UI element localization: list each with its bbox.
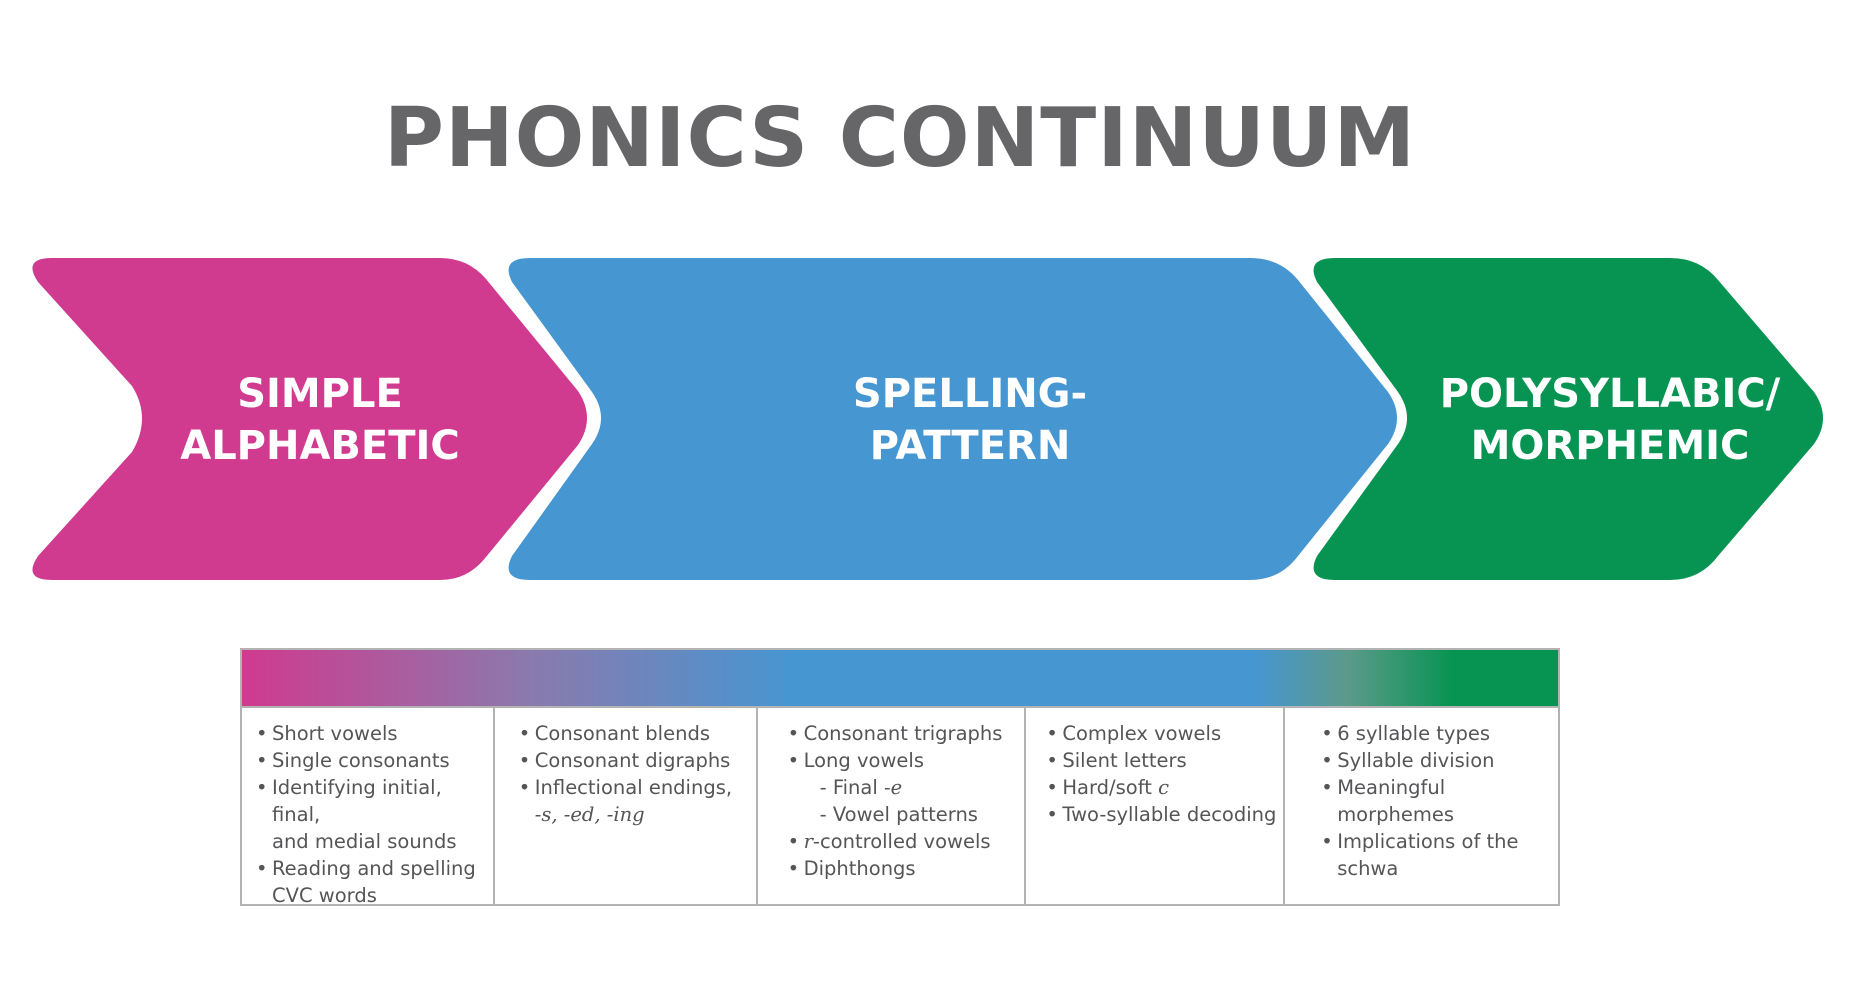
list-item: Diphthongs [788, 855, 1019, 882]
list-item: Consonant blends [519, 720, 750, 747]
stage-label-spelling-pattern: SPELLING- PATTERN [852, 371, 1088, 469]
list-item: Silent letters [1046, 747, 1277, 774]
list-item: Short vowels [256, 720, 487, 747]
sub-list-item: Final -e [804, 774, 1019, 801]
skills-column-5: 6 syllable types Syllable division Meani… [1285, 708, 1558, 904]
skills-column-4: Complex vowels Silent letters Hard/soft … [1026, 708, 1286, 904]
skills-table: Short vowels Single consonants Identifyi… [240, 706, 1560, 907]
skills-column-2: Consonant blends Consonant digraphs Infl… [495, 708, 758, 904]
list-item: Complex vowels [1046, 720, 1277, 747]
list-item: Two-syllable decoding [1046, 801, 1277, 828]
list-item: 6 syllable types [1321, 720, 1552, 747]
arrow-spelling-pattern [508, 258, 1398, 580]
arrow-polysyllabic-morphemic [1313, 258, 1823, 580]
list-item: r-controlled vowels [788, 828, 1019, 855]
list-item: Long vowels Final -e Vowel patterns [788, 747, 1019, 828]
list-item: Inflectional endings,-s, -ed, -ing [519, 774, 750, 828]
skills-column-1: Short vowels Single consonants Identifyi… [242, 708, 495, 907]
list-item: Consonant digraphs [519, 747, 750, 774]
continuum-gradient-bar [240, 648, 1560, 706]
sub-list-item: Vowel patterns [804, 801, 1019, 828]
list-item: Single consonants [256, 747, 487, 774]
continuum-arrows [32, 258, 1823, 580]
skills-column-3: Consonant trigraphs Long vowels Final -e… [758, 708, 1027, 904]
stage-label-polysyllabic-morphemic: POLYSYLLABIC/ MORPHEMIC [1439, 371, 1781, 469]
list-item: Consonant trigraphs [788, 720, 1019, 747]
list-item: Syllable division [1321, 747, 1552, 774]
page-title: PHONICS CONTINUUM [383, 91, 1417, 186]
list-item: Identifying initial, final,and medial so… [256, 774, 487, 855]
stage-label-simple-alphabetic: SIMPLE ALPHABETIC [180, 371, 460, 469]
arrow-simple-alphabetic [32, 258, 587, 580]
list-item: Hard/soft c [1046, 774, 1277, 801]
